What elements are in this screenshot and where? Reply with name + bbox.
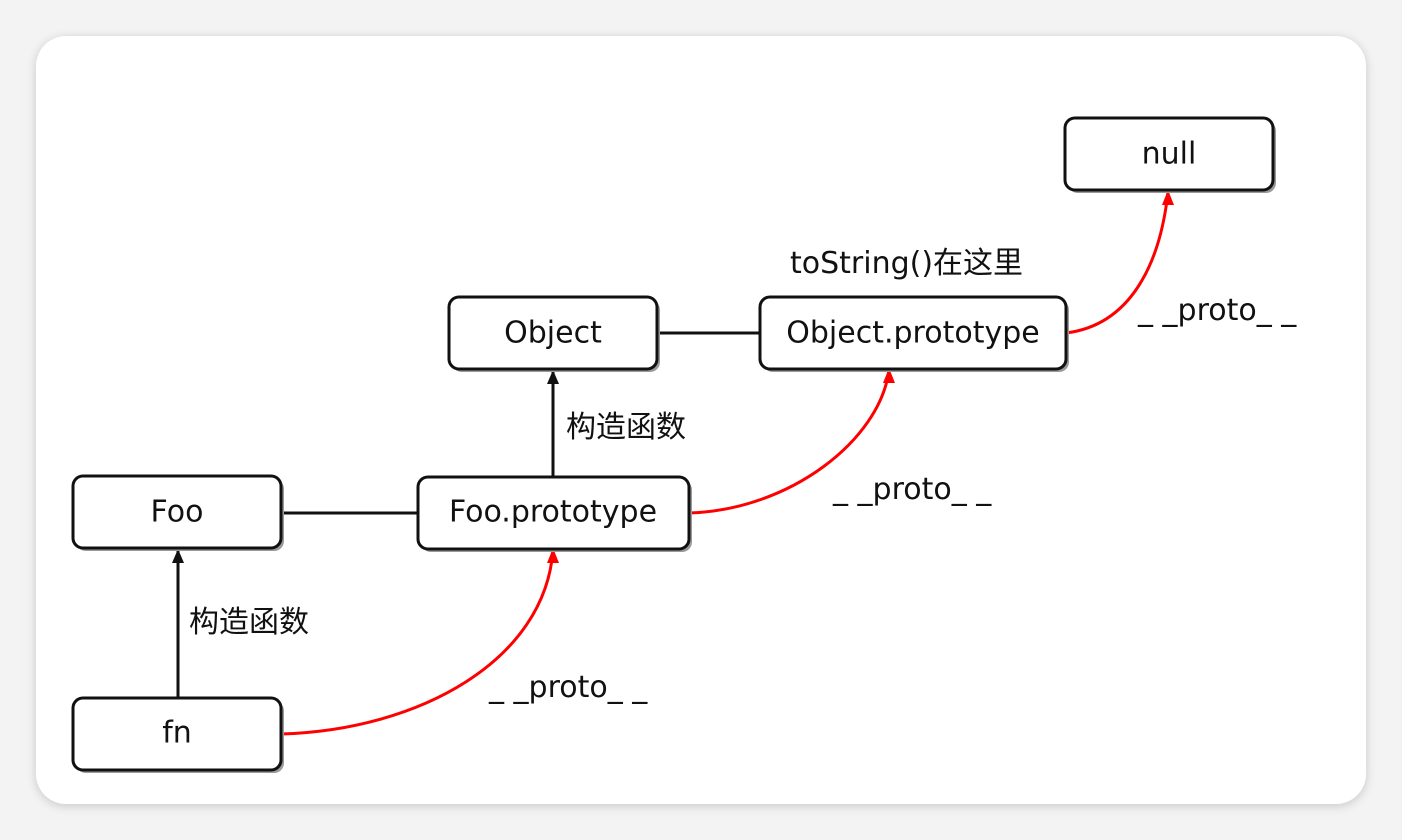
node-fn: fn — [71, 696, 284, 773]
node-null-label: null — [1142, 137, 1197, 172]
proto-curve-fn-to-foo-prototype — [280, 549, 555, 736]
node-object-label: Object — [504, 316, 602, 351]
constructor-label-upper: 构造函数 — [566, 410, 686, 445]
node-foo-prototype-label: Foo.prototype — [449, 495, 657, 530]
proto-curve-foo-prototype-arrowhead — [883, 368, 895, 383]
constructor-label-lower: 构造函数 — [189, 605, 309, 640]
proto-curve-object-prototype-arrowhead — [1162, 190, 1174, 205]
proto-label-middle: _ _proto_ _ — [832, 472, 992, 507]
node-foo-label: Foo — [151, 495, 204, 530]
constructor-arrow-lower-head — [172, 549, 184, 563]
proto-label-bottom: _ _proto_ _ — [488, 670, 648, 705]
constructor-arrow-upper-head — [547, 370, 559, 384]
node-foo-prototype: Foo.prototype — [416, 475, 692, 552]
proto-label-top: _ _proto_ _ — [1137, 293, 1297, 328]
node-object-prototype: Object.prototype — [758, 295, 1069, 372]
proto-curve-object-prototype-to-null — [1065, 191, 1170, 335]
tostring-note: toString()在这里 — [790, 246, 1023, 281]
proto-curve-foo-prototype-to-object-prototype — [688, 369, 891, 515]
node-foo: Foo — [71, 474, 284, 551]
node-object-prototype-label: Object.prototype — [786, 316, 1039, 351]
proto-curve-fn-arrowhead — [547, 548, 559, 563]
node-object: Object — [447, 295, 660, 372]
node-null: null — [1063, 116, 1276, 193]
node-fn-label: fn — [162, 716, 192, 751]
